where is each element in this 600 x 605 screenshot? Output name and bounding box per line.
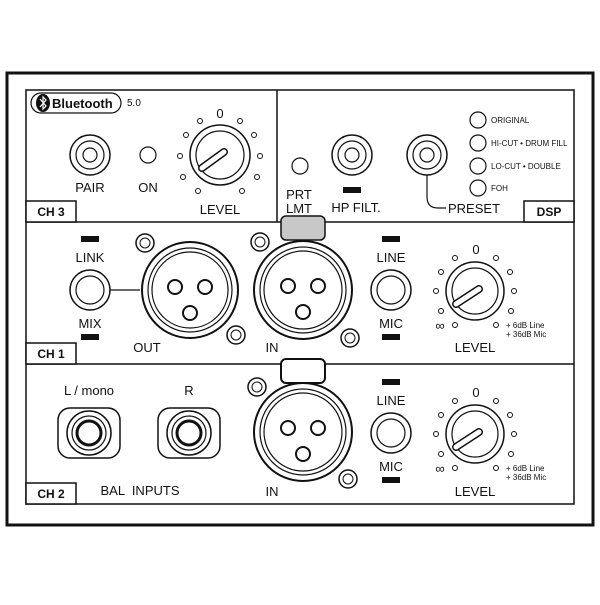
panel-inner-border	[25, 89, 575, 505]
preset-led-item: LO-CUT • DOUBLE	[469, 157, 561, 175]
pair-button[interactable]	[69, 134, 111, 176]
prt-label: PRT	[286, 187, 312, 202]
dsp-tag-box	[523, 200, 575, 223]
ch1-gain-line: + 6dB Line	[506, 321, 545, 330]
dsp-tag: DSP	[537, 205, 562, 219]
ch2-mic-label: MIC	[379, 459, 403, 474]
preset-led-label: HI-CUT • DRUM FILL	[491, 139, 568, 148]
link-label: LINK	[76, 250, 105, 265]
ch2-line-label: LINE	[377, 393, 406, 408]
ch2-line-mic-button[interactable]	[370, 412, 412, 454]
ch2-level-label: LEVEL	[455, 484, 495, 499]
bluetooth-brand: Bluetooth	[52, 96, 113, 111]
ch1-tag: CH 1	[37, 347, 65, 361]
l-mono-label: L / mono	[64, 383, 114, 398]
pair-label: PAIR	[75, 180, 104, 195]
ch1-mic-indicator	[382, 334, 400, 340]
ch1-level-scale	[433, 255, 517, 328]
preset-led	[469, 157, 487, 175]
ch1-in-label: IN	[266, 340, 279, 355]
ch2-gain-line: + 6dB Line	[506, 464, 545, 473]
ch1-mic-label: MIC	[379, 316, 403, 331]
hp-filter-label: HP FILT.	[331, 200, 380, 215]
ch1-level-label: LEVEL	[455, 340, 495, 355]
ch1-gain-mic: + 36dB Mic	[506, 330, 546, 339]
r-label: R	[184, 383, 193, 398]
preset-leader-line	[426, 175, 446, 209]
link-mix-button[interactable]	[69, 269, 111, 311]
lmt-label: LMT	[286, 201, 312, 216]
preset-label: PRESET	[448, 201, 500, 216]
preset-led	[469, 179, 487, 197]
xlr-output-jack[interactable]	[135, 233, 246, 345]
preset-led-item: FOH	[469, 179, 508, 197]
preset-led	[469, 134, 487, 152]
ch1-line-label: LINE	[377, 250, 406, 265]
ch1-level-zero: 0	[472, 242, 479, 257]
preset-led	[469, 111, 487, 129]
jack-input-right[interactable]	[157, 407, 221, 459]
bluetooth-level-knob[interactable]	[189, 124, 251, 186]
hp-filter-button[interactable]	[331, 134, 373, 176]
ch2-tag-box	[25, 482, 77, 505]
preset-led-item: ORIGINAL	[469, 111, 530, 129]
preset-led-label: FOH	[491, 184, 508, 193]
ch1-line-mic-button[interactable]	[370, 269, 412, 311]
ch1-level-knob[interactable]	[445, 261, 505, 321]
on-label: ON	[138, 180, 158, 195]
ch2-line-indicator	[382, 379, 400, 385]
bluetooth-logo: Bluetooth	[30, 92, 122, 114]
ch2-xlr-input-jack[interactable]	[247, 358, 358, 489]
ch1-line-indicator	[382, 236, 400, 242]
ch1-tag-box	[25, 342, 77, 365]
preset-led-label: LO-CUT • DOUBLE	[491, 162, 561, 171]
preset-led-item: HI-CUT • DRUM FILL	[469, 134, 568, 152]
prt-lmt-led	[291, 157, 309, 175]
ch1-xlr-input-jack[interactable]	[250, 215, 360, 348]
ch2-mic-indicator	[382, 477, 400, 483]
bal-inputs-label: BAL INPUTS	[101, 483, 180, 498]
ch2-in-label: IN	[266, 484, 279, 499]
ch2-tag: CH 2	[37, 487, 65, 501]
mix-label: MIX	[78, 316, 101, 331]
preset-led-label: ORIGINAL	[491, 116, 530, 125]
link-indicator	[81, 236, 99, 242]
on-led	[139, 146, 157, 164]
hp-filter-indicator	[343, 187, 361, 193]
ch2-gain-mic: + 36dB Mic	[506, 473, 546, 482]
bluetooth-level-zero: 0	[216, 106, 223, 121]
ch2-infinity-mark: ∞	[435, 461, 444, 476]
preset-led-list: ORIGINAL HI-CUT • DRUM FILL LO-CUT • DOU…	[469, 111, 568, 197]
bluetooth-level-scale	[177, 118, 263, 194]
jack-input-left[interactable]	[57, 407, 121, 459]
bluetooth-version: 5.0	[127, 98, 141, 109]
preset-button[interactable]	[406, 134, 448, 176]
ch2-level-zero: 0	[472, 385, 479, 400]
ch3-tag: CH 3	[37, 205, 65, 219]
ch2-level-knob[interactable]	[445, 404, 505, 464]
mix-indicator	[81, 334, 99, 340]
ch2-level-scale	[433, 398, 517, 471]
ch3-tag-box	[25, 200, 77, 223]
ch1-infinity-mark: ∞	[435, 318, 444, 333]
out-label: OUT	[133, 340, 161, 355]
bluetooth-level-label: LEVEL	[200, 202, 240, 217]
